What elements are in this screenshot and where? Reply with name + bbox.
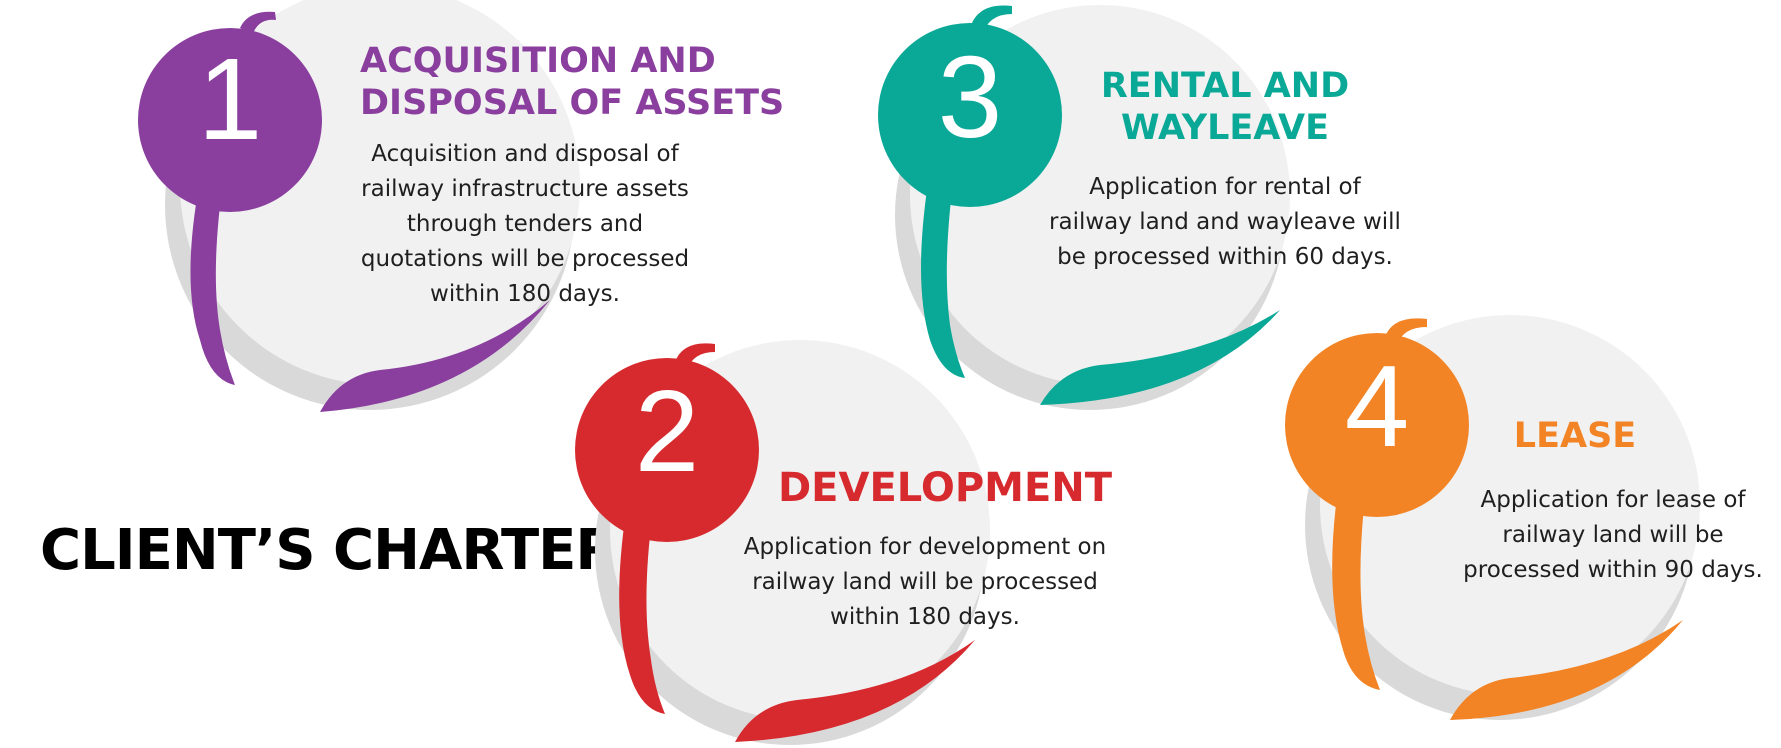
item-2-number: 2	[634, 366, 700, 496]
item-1-description-line: quotations will be processed	[360, 246, 690, 272]
item-1-heading-line: DISPOSAL OF ASSETS	[360, 83, 785, 123]
item-2-heading-line: DEVELOPMENT	[777, 465, 1113, 511]
item-4-description-line: railway land will be	[1502, 522, 1724, 548]
accent-tail	[921, 170, 965, 378]
item-4-description: Application for lease of railway land wi…	[1455, 483, 1771, 588]
item-3-description-line: Application for rental of	[1089, 174, 1361, 200]
item-3-graphic	[878, 5, 1290, 410]
accent-swoosh	[320, 300, 550, 412]
item-2-description: Application for development on railway l…	[740, 530, 1110, 635]
charter-item-1: 1 ACQUISITION AND DISPOSAL OF ASSETS Acq…	[138, 0, 785, 420]
item-4-heading: LEASE	[1485, 415, 1665, 457]
item-3-heading-line: WAYLEAVE	[1120, 108, 1330, 148]
charter-item-4: 4 LEASE Application for lease of railway…	[1285, 315, 1781, 735]
item-4-number: 4	[1344, 341, 1410, 471]
item-1-description-line: within 180 days.	[430, 281, 620, 307]
item-3-description: Application for rental of railway land a…	[1045, 170, 1405, 275]
accent-swoosh	[1450, 620, 1683, 720]
item-3-number: 3	[937, 32, 1003, 162]
item-2-description-line: railway land will be processed	[752, 569, 1098, 595]
item-2-graphic	[575, 340, 990, 745]
item-3-description-line: railway land and wayleave will	[1049, 209, 1401, 235]
item-4-description-line: Application for lease of	[1480, 487, 1746, 513]
accent-swoosh	[1040, 310, 1280, 405]
item-1-heading: ACQUISITION AND DISPOSAL OF ASSETS	[360, 40, 785, 124]
page-title: CLIENT’S CHARTER	[40, 518, 619, 583]
item-1-description: Acquisition and disposal of railway infr…	[360, 137, 690, 312]
item-1-description-line: railway infrastructure assets	[361, 176, 689, 202]
charter-item-2: 2 DEVELOPMENT Application for developmen…	[575, 340, 1135, 748]
item-4-graphic	[1285, 315, 1700, 720]
item-1-number: 1	[197, 34, 263, 164]
accent-swoosh	[735, 640, 975, 742]
item-4-heading-line: LEASE	[1513, 416, 1637, 456]
item-1-graphic	[138, 0, 580, 412]
item-4-description-line: processed within 90 days.	[1463, 557, 1763, 583]
item-2-heading: DEVELOPMENT	[775, 464, 1115, 512]
accent-hook	[240, 11, 276, 36]
item-2-description-line: Application for development on	[743, 534, 1107, 560]
accent-tail	[619, 505, 665, 714]
item-2-description-line: within 180 days.	[830, 604, 1020, 630]
charter-item-3: 3 RENTAL AND WAYLEAVE Application for re…	[870, 0, 1430, 420]
accent-tail	[1332, 475, 1380, 690]
item-1-description-line: Acquisition and disposal of	[371, 141, 679, 167]
accent-tail	[190, 170, 235, 385]
item-1-heading-line: ACQUISITION AND	[360, 41, 716, 81]
item-3-heading: RENTAL AND WAYLEAVE	[1075, 65, 1375, 149]
item-3-heading-line: RENTAL AND	[1100, 66, 1350, 106]
item-1-description-line: through tenders and	[406, 211, 644, 237]
item-3-description-line: be processed within 60 days.	[1057, 244, 1393, 270]
